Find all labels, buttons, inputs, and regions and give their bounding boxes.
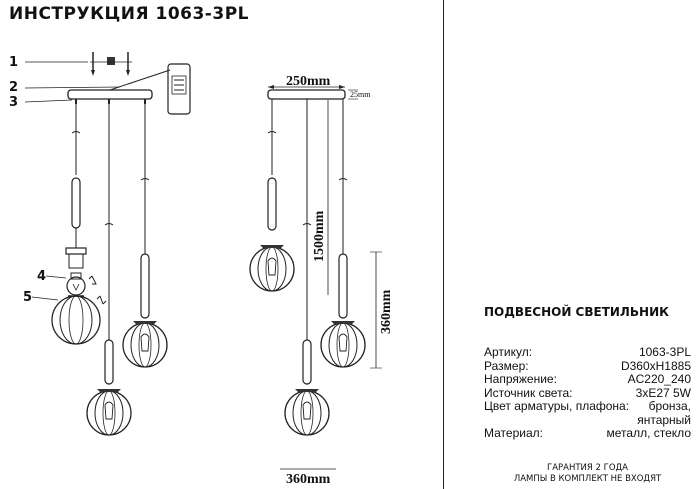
callout-5: 5: [23, 290, 33, 305]
spec-value: бронза,: [648, 399, 691, 413]
spec-row: Материал: металл, стекло: [484, 426, 691, 441]
bulb-part-4: [66, 272, 86, 296]
spec-value: 3xE27 5W: [635, 385, 691, 400]
spec-value: металл, стекло: [606, 426, 691, 440]
screws-part-1: [90, 52, 132, 76]
callout-3: 3: [9, 95, 19, 110]
product-name: ПОДВЕСНОЙ СВЕТИЛЬНИК: [484, 305, 669, 319]
spec-label: Материал:: [484, 426, 543, 440]
spec-label: Размер:: [484, 358, 529, 373]
spec-label: Артикул:: [484, 345, 533, 359]
dimension-small: 25mm: [350, 90, 371, 99]
spec-value: D360xH1885: [620, 358, 691, 373]
spec-row: Напряжение: AC220_240: [484, 372, 691, 387]
footer: ГАРАНТИЯ 2 ГОДА ЛАМПЫ В КОМПЛЕКТ НЕ ВХОД…: [484, 463, 691, 485]
dimension-height: 1500mm: [312, 210, 327, 262]
spec-label: Цвет арматуры, плафона:: [484, 399, 630, 413]
spec-row: Цвет арматуры, плафона: бронза,: [484, 399, 691, 414]
spec-value: AC220_240: [627, 372, 691, 386]
spec-row: Артикул: 1063-3PL: [484, 345, 691, 360]
dimension-width-top: 250mm: [286, 74, 331, 89]
shade-part-5: [51, 295, 101, 345]
page-title: ИНСТРУКЦИЯ 1063-3PL: [9, 4, 249, 24]
callout-4: 4: [37, 269, 47, 284]
column-divider: [443, 0, 444, 489]
spec-label: Источник света:: [484, 385, 573, 400]
callout-2: 2: [9, 80, 19, 95]
dimension-shade: 360mm: [379, 289, 394, 334]
warranty-text: ГАРАНТИЯ 2 ГОДА: [547, 463, 628, 473]
spec-label: Напряжение:: [484, 372, 557, 386]
spec-row: Источник света: 3xE27 5W: [484, 385, 691, 401]
dimension-width-bottom: 360mm: [286, 472, 331, 487]
spec-value: 1063-3PL: [638, 345, 691, 359]
spec-value-continuation: янтарный: [637, 412, 691, 427]
spec-table: Артикул: 1063-3PL Размер: D360xH1885 Нап…: [484, 345, 691, 441]
spec-row: Размер: D360xH1885: [484, 358, 691, 374]
lamps-note: ЛАМПЫ В КОМПЛЕКТ НЕ ВХОДЯТ: [513, 474, 662, 484]
callout-1: 1: [9, 55, 19, 70]
